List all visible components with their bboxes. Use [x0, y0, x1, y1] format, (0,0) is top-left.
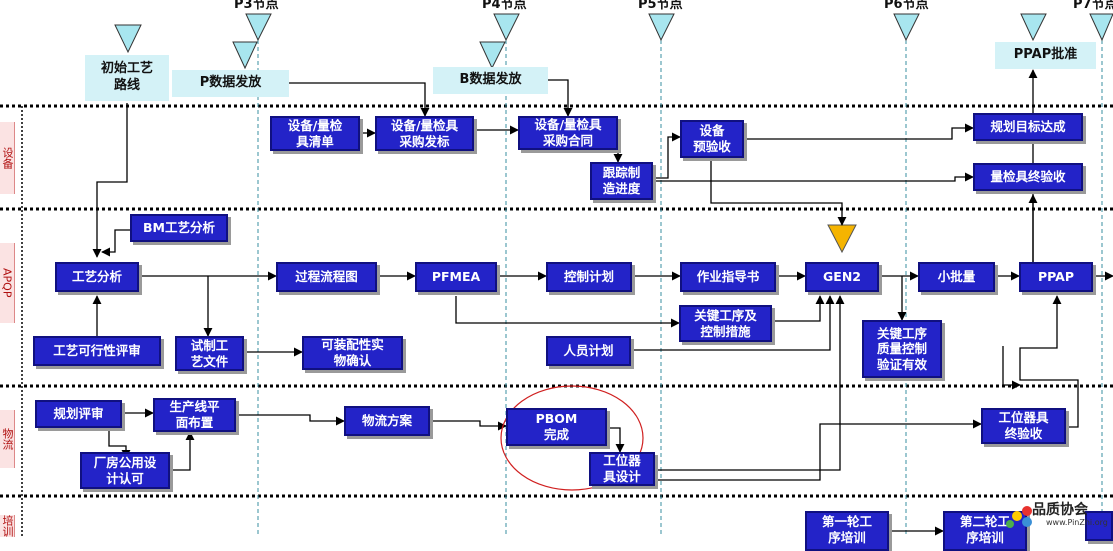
milestone-p4-label: P4节点 — [482, 0, 527, 12]
milestone-p6-label: P6节点 — [884, 0, 929, 12]
watermark-brand: 品质协会 — [1032, 502, 1088, 518]
equipment-contract-box: 设备/量检具采购合同 — [518, 116, 618, 150]
arrows — [92, 69, 1113, 536]
key-process-measures-box: 关键工序及控制措施 — [679, 305, 772, 342]
small-batch-box: 小批量 — [918, 262, 995, 292]
process-analysis-box: 工艺分析 — [55, 262, 139, 292]
connector-layer — [0, 13, 1113, 537]
pfmea-box: PFMEA — [415, 262, 497, 292]
equipment-preaccept-box: 设备预验收 — [680, 120, 744, 158]
milestone-timelines — [257, 40, 1103, 537]
plan-target-box: 规划目标达成 — [973, 113, 1083, 141]
pbom-highlight-ellipse — [500, 385, 644, 491]
bm-analysis-box: BM工艺分析 — [130, 214, 228, 242]
ppap-box: PPAP — [1019, 262, 1093, 292]
key-process-verify-box: 关键工序质量控制验证有效 — [862, 320, 942, 378]
milestone-p5-label: P5节点 — [638, 0, 683, 12]
feasibility-review-box: 工艺可行性评审 — [33, 336, 161, 366]
watermark-url: www.PinZhi.org — [1046, 518, 1108, 527]
control-plan-box: 控制计划 — [546, 262, 632, 292]
assembly-confirm-box: 可装配性实物确认 — [302, 336, 403, 370]
line-layout-box: 生产线平面布置 — [153, 398, 236, 432]
b-data-release-label: B数据发放 — [433, 67, 548, 94]
ppap-approval-label: PPAP批准 — [995, 42, 1096, 69]
lane-logistics-label: 物流 — [0, 410, 15, 468]
fixture-final-accept-box: 工位器具终验收 — [981, 408, 1066, 444]
factory-facility-box: 厂房公用设计认可 — [80, 452, 170, 489]
milestone-p3-label: P3节点 — [234, 0, 279, 12]
p-data-release-label: P数据发放 — [172, 70, 289, 97]
lane-training-label: 培训 — [0, 515, 15, 537]
gen2-box: GEN2 — [805, 262, 879, 292]
milestone-p7-label: P7节点 — [1073, 0, 1113, 12]
lane-equipment-label: 设备 — [0, 122, 15, 194]
equipment-list-box: 设备/量检具清单 — [270, 116, 360, 151]
gauge-final-accept-box: 量检具终验收 — [973, 163, 1083, 191]
logistics-plan-box: 物流方案 — [344, 406, 430, 436]
work-instruction-box: 作业指导书 — [680, 262, 776, 292]
lane-apqp-label: APQP — [0, 243, 15, 323]
first-round-training-box: 第一轮工序培训 — [805, 511, 889, 551]
staff-plan-box: 人员计划 — [546, 336, 631, 366]
track-progress-box: 跟踪制造进度 — [590, 162, 653, 200]
milestone-triangles — [114, 13, 1113, 70]
pinzhi-logo-icon — [1006, 506, 1032, 528]
trial-process-doc-box: 试制工艺文件 — [175, 336, 244, 371]
initial-route-label: 初始工艺路线 — [85, 55, 169, 101]
process-flow-box: 过程流程图 — [276, 262, 377, 292]
gen2-triangle — [827, 224, 857, 254]
equipment-purchase-release-box: 设备/量检具采购发标 — [375, 116, 474, 151]
fixture-design-box: 工位器具设计 — [589, 452, 655, 486]
plan-review-box: 规划评审 — [35, 400, 122, 428]
clipped-right-box — [1085, 511, 1113, 541]
